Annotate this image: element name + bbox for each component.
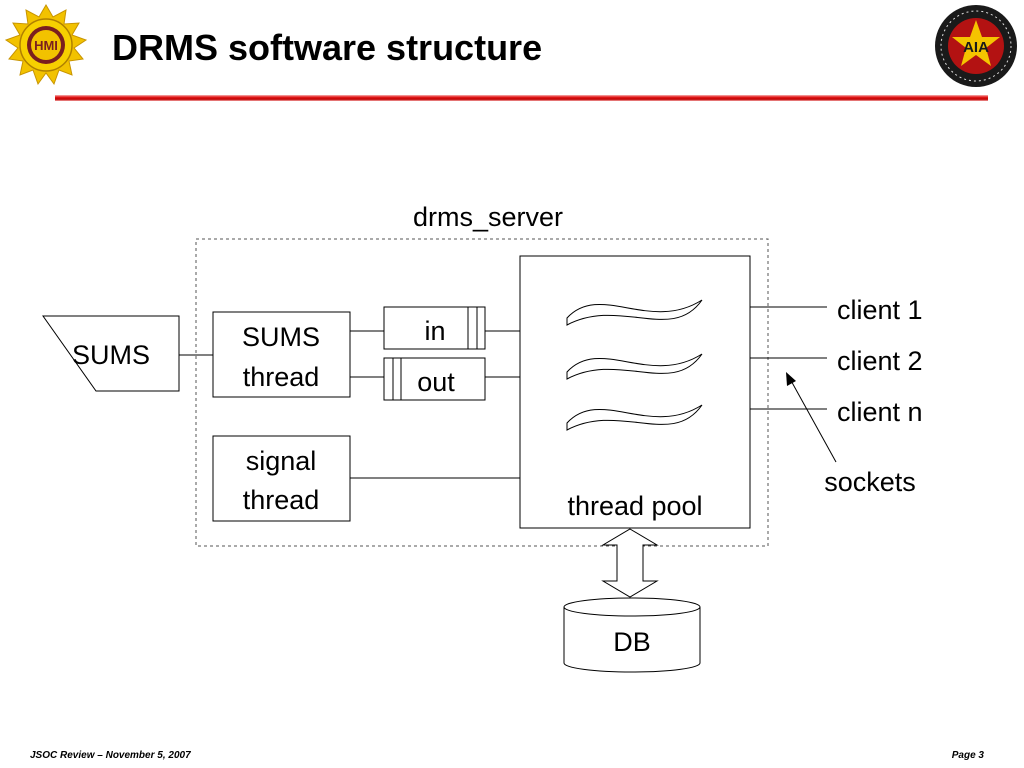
aia-logo-text: AIA bbox=[963, 39, 989, 56]
thread-wave-icons bbox=[566, 299, 703, 431]
db-cylinder-body bbox=[563, 607, 701, 673]
clientn-label: client n bbox=[837, 397, 923, 427]
title-rule bbox=[55, 95, 988, 101]
thread-wave-icon-2 bbox=[566, 353, 703, 380]
thread-wave-icon-3 bbox=[566, 404, 703, 431]
hmi-logo: HMI bbox=[4, 4, 88, 86]
drms-server-label: drms_server bbox=[413, 202, 563, 232]
sums-thread-line1: SUMS bbox=[242, 322, 320, 352]
db-label: DB bbox=[613, 627, 651, 657]
sums-external-label: SUMS bbox=[72, 340, 150, 370]
pool-db-double-arrow bbox=[601, 528, 659, 598]
sockets-pointer-line bbox=[788, 376, 837, 463]
client1-label: client 1 bbox=[837, 295, 923, 325]
sums-external-shape bbox=[42, 315, 180, 392]
db-cylinder bbox=[563, 597, 701, 673]
thread-wave-icon-1 bbox=[566, 299, 703, 326]
hmi-logo-text: HMI bbox=[34, 38, 58, 53]
footer-left: JSOC Review – November 5, 2007 bbox=[30, 750, 191, 761]
aia-logo: AIA bbox=[935, 5, 1017, 87]
thread-pool-label: thread pool bbox=[567, 491, 702, 521]
in-queue-label: in bbox=[424, 316, 445, 346]
sums-thread-line2: thread bbox=[243, 362, 320, 392]
signal-thread-line2: thread bbox=[243, 485, 320, 515]
slide-title: DRMS software structure bbox=[112, 27, 543, 68]
client2-label: client 2 bbox=[837, 346, 923, 376]
sums-thread-box bbox=[212, 311, 351, 398]
drms-server-boundary bbox=[195, 238, 769, 547]
signal-thread-box bbox=[212, 435, 351, 522]
sockets-pointer-arrowhead bbox=[786, 372, 796, 386]
footer-page-number: Page 3 bbox=[951, 750, 984, 761]
out-queue-label: out bbox=[417, 367, 455, 397]
thread-pool-box bbox=[519, 255, 751, 529]
db-cylinder-top bbox=[563, 597, 701, 617]
sockets-label: sockets bbox=[824, 467, 916, 497]
signal-thread-line1: signal bbox=[246, 446, 317, 476]
